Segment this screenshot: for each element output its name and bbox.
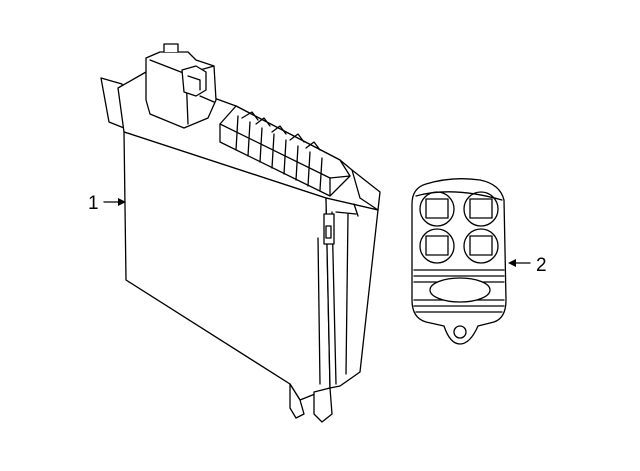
remote-oval-button — [429, 277, 491, 303]
callout-2-arrowhead — [508, 259, 516, 267]
remote-transmitter — [411, 178, 507, 345]
callout-2: 2 — [508, 255, 547, 276]
remote-button-bottom-left — [419, 228, 455, 264]
control-module — [100, 43, 381, 423]
callout-1-arrowhead — [118, 198, 126, 206]
remote-button-top-right — [463, 191, 499, 227]
remote-button-bottom-right — [463, 228, 499, 264]
callout-1: 1 — [88, 193, 126, 214]
callout-2-label: 2 — [536, 255, 547, 276]
key-ring-hole — [453, 325, 467, 339]
remote-button-top-left — [419, 191, 455, 227]
callout-1-label: 1 — [88, 193, 99, 214]
